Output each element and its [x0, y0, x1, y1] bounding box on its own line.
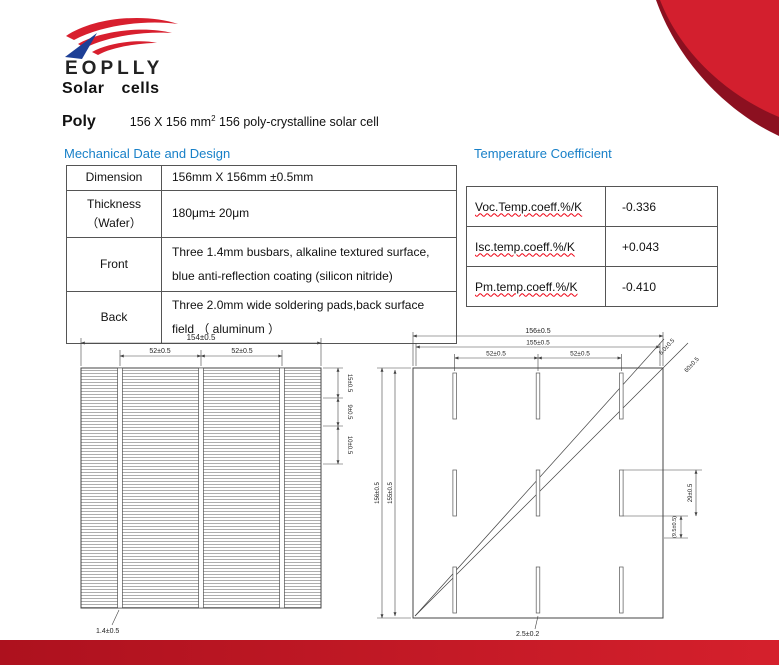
row-label-line2: （Wafer） [86, 216, 142, 230]
row-label: Front [99, 256, 128, 271]
row-value: 156mm X 156mm ±0.5mm [172, 170, 314, 185]
dim-diagonal-1: 6.0±0.5 [658, 337, 676, 356]
table-row: Front Three 1.4mm busbars, alkaline text… [67, 238, 456, 292]
row-value: Three 1.4mm busbars, alkaline textured s… [172, 245, 430, 283]
dim-pad-pitch-left: 52±0.5 [486, 351, 506, 358]
busbar [117, 367, 123, 609]
logo-triangle-icon [65, 33, 97, 59]
dim-side-mid: 9±0.5 [346, 405, 352, 421]
dim-side-outer: 156±0.5 [375, 482, 381, 504]
dim-side-inner: 155±0.5 [388, 482, 394, 504]
coeff-value: -0.336 [622, 199, 657, 214]
table-row: Isc.temp.coeff.%/K +0.043 [467, 227, 717, 267]
dim-busbar-pitch-right: 52±0.5 [231, 348, 252, 355]
table-row: Voc.Temp.coeff.%/K -0.336 [467, 187, 717, 227]
dim-busbar-width: 1.4±0.5 [96, 628, 119, 635]
dim-pad-length: 29±0.5 [688, 483, 694, 502]
subtitle-row: Poly 156 X 156 mm2 156 poly-crystalline … [62, 113, 379, 131]
mechanical-table: Dimension 156mm X 156mm ±0.5mm Thickness… [66, 165, 457, 344]
logo-swoosh-icon [66, 17, 178, 40]
cell-type-label: Poly [62, 113, 96, 130]
table-row: Back Three 2.0mm wide soldering pads,bac… [67, 292, 456, 343]
front-cell-drawing: 154±0.5 52±0.5 52±0.5 15±0.5 9±0.5 10±0.… [80, 333, 352, 635]
dim-busbar-pitch-left: 52±0.5 [149, 348, 170, 355]
cell-type-description: 156 X 156 mm2 156 poly-crystalline solar… [129, 113, 379, 129]
footer-band [0, 640, 779, 665]
table-row: Thickness （Wafer） 180μm± 20μm [67, 191, 456, 238]
dim-top-outer: 156±0.5 [525, 328, 550, 335]
dim-pad-gap: (9.5±0.5) [672, 516, 678, 538]
row-label: Thickness [86, 196, 142, 211]
back-cell-drawing: 6.0±0.5 60±0.5 156±0.5 155±0.5 52±0.5 52… [375, 328, 702, 638]
coeff-value: +0.043 [622, 239, 660, 254]
eoplly-logo: EOPLLY [65, 17, 178, 78]
soldering-pads [452, 372, 624, 614]
mechanical-section-title: Mechanical Date and Design [64, 146, 231, 161]
dim-pad-pitch-right: 52±0.5 [570, 351, 590, 358]
busbar [198, 367, 204, 609]
temperature-table: Voc.Temp.coeff.%/K -0.336 Isc.temp.coeff… [466, 186, 718, 307]
coeff-value: -0.410 [622, 279, 657, 294]
diagonal-line [414, 342, 689, 617]
row-label: Dimension [85, 170, 143, 185]
corner-decoration-icon [656, 0, 779, 136]
page-title: Solar cells [62, 80, 160, 97]
row-value: 180μm± 20μm [172, 206, 250, 221]
temperature-section-title: Temperature Coefficient [474, 146, 612, 161]
coeff-label: Isc.temp.coeff.%/K [475, 239, 575, 254]
dim-pad-width: 2.5±0.2 [516, 631, 539, 638]
table-row: Pm.temp.coeff.%/K -0.410 [467, 267, 717, 306]
dim-diagonal-2: 60±0.5 [684, 356, 701, 374]
row-value: Three 2.0mm wide soldering pads,back sur… [172, 298, 425, 336]
row-label: Back [100, 309, 128, 324]
dim-top-inner: 155±0.5 [526, 340, 550, 347]
coeff-label: Voc.Temp.coeff.%/K [475, 199, 583, 214]
dim-overall-width: 154±0.5 [187, 333, 216, 342]
dim-side-top: 15±0.5 [346, 374, 352, 393]
dim-side-bottom: 10±0.5 [346, 436, 352, 455]
table-row: Dimension 156mm X 156mm ±0.5mm [67, 166, 456, 191]
logo-text: EOPLLY [65, 58, 163, 78]
coeff-label: Pm.temp.coeff.%/K [475, 279, 578, 294]
busbar [279, 367, 285, 609]
